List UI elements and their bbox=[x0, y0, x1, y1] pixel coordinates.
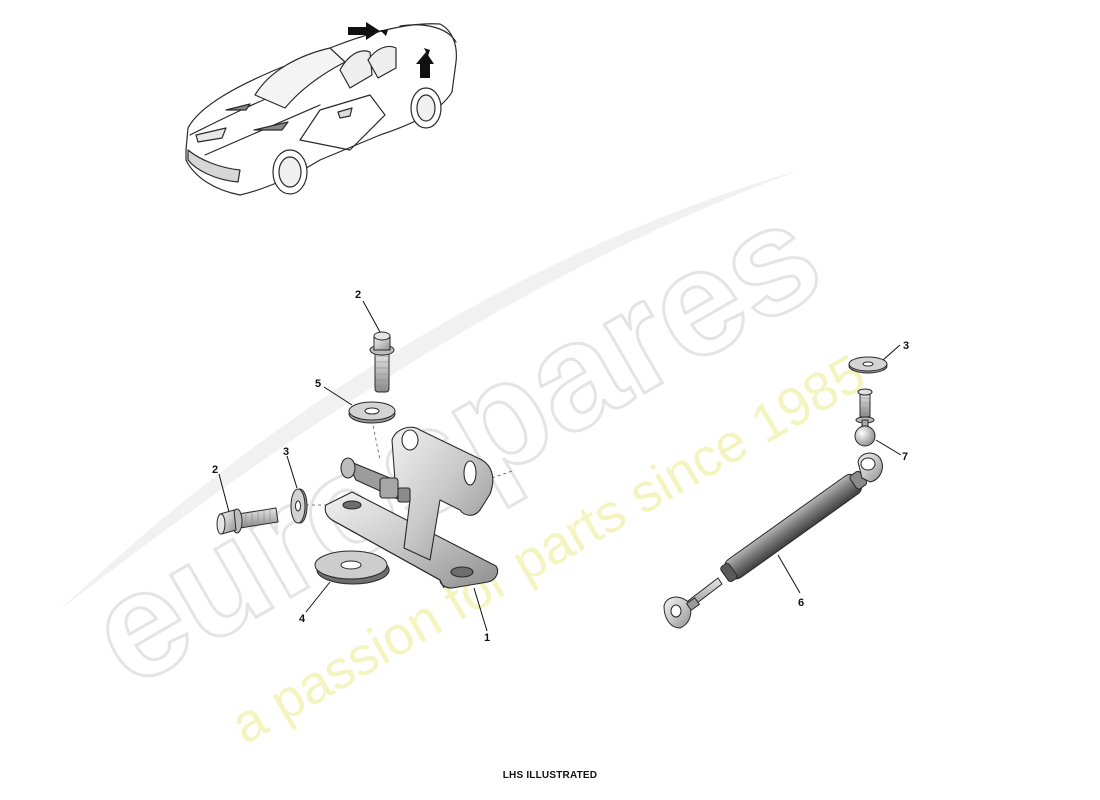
lhs-illustrated-caption: LHS ILLUSTRATED bbox=[502, 770, 598, 781]
flange-bolt-upper bbox=[369, 331, 395, 393]
gas-strut bbox=[663, 452, 883, 629]
callout-7-ball-stud: 7 bbox=[902, 451, 908, 463]
washer-left bbox=[290, 488, 308, 524]
washer-right bbox=[848, 356, 888, 374]
callout-4-pad: 4 bbox=[299, 613, 306, 625]
ball-stud bbox=[854, 388, 876, 447]
callout-2-upper-bolt: 2 bbox=[355, 289, 361, 301]
hinge-location-marker-icon bbox=[380, 30, 430, 56]
leader-lines bbox=[218, 300, 902, 632]
arrow-right-icon bbox=[348, 22, 380, 40]
arrow-up-icon bbox=[416, 52, 434, 78]
callout-6-gas-strut: 6 bbox=[798, 597, 804, 609]
flange-bolt-left bbox=[216, 507, 279, 535]
washer-upper bbox=[348, 401, 396, 424]
callout-3-washer-left: 3 bbox=[283, 446, 289, 458]
locator-arrows bbox=[348, 22, 434, 78]
callout-3-washer-right: 3 bbox=[903, 340, 909, 352]
callout-1-hinge: 1 bbox=[484, 632, 490, 644]
callout-labels: 2 5 3 2 4 1 3 7 6 bbox=[212, 289, 909, 644]
rubber-pad bbox=[314, 550, 390, 585]
callout-5-washer: 5 bbox=[315, 378, 321, 390]
callout-2-left-bolt: 2 bbox=[212, 464, 218, 476]
boot-lid-hinge bbox=[324, 426, 499, 589]
car-locator-illustration bbox=[185, 23, 457, 196]
